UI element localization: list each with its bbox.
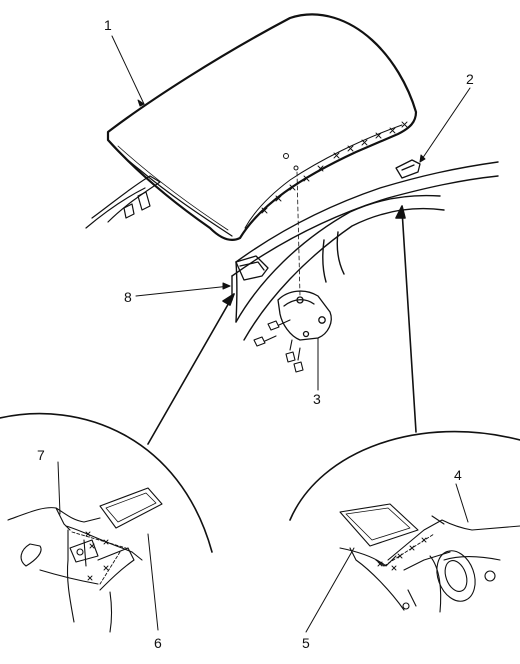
leader-lines	[57, 35, 471, 633]
front-rail-bracket	[235, 255, 269, 281]
callout-1: 1	[104, 17, 112, 33]
callout-2: 2	[466, 71, 474, 87]
detail-view-right	[289, 430, 520, 613]
body-roof-rail	[231, 161, 499, 341]
centre-bracket	[277, 290, 332, 341]
callout-3: 3	[313, 391, 321, 407]
adhesive-marks-right	[377, 537, 427, 571]
callout-4: 4	[454, 467, 462, 483]
centre-hole-markers	[283, 153, 301, 297]
body-left-fragment	[85, 175, 161, 229]
detail-view-left	[0, 412, 213, 633]
adhesive-marks-left	[85, 531, 109, 581]
rear-clip	[395, 159, 421, 179]
detail-arrows	[147, 205, 417, 445]
callout-6: 6	[154, 635, 162, 651]
adhesive-marks-roof	[261, 121, 408, 214]
bracket-bolts	[253, 319, 304, 373]
roof-panel	[106, 13, 418, 241]
callout-5: 5	[302, 635, 310, 651]
callout-7: 7	[37, 447, 45, 463]
callout-8: 8	[124, 289, 132, 305]
